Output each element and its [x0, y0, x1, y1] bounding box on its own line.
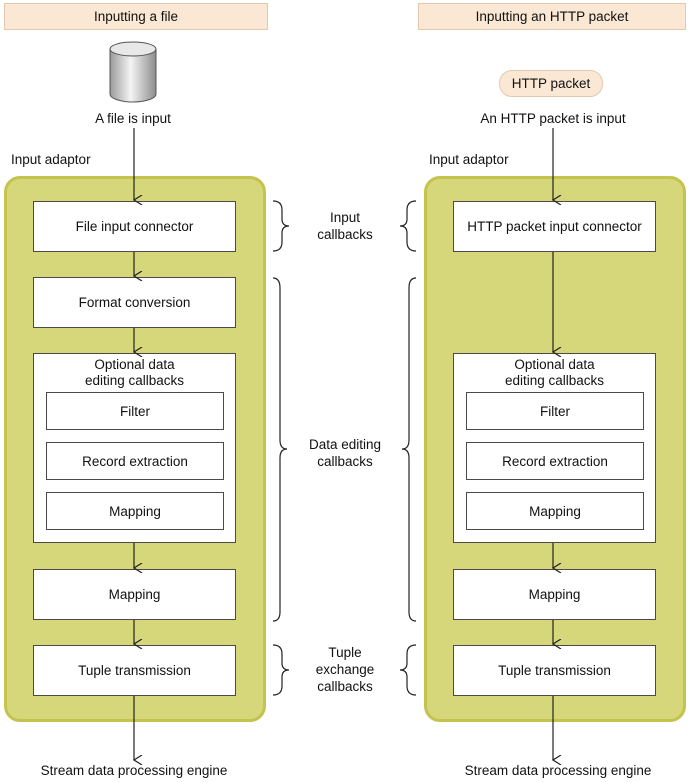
left-optional-title-line2: editing callbacks — [84, 373, 185, 388]
right-tuple-transmission-box: Tuple transmission — [453, 645, 656, 696]
left-record-extraction-box: Record extraction — [46, 442, 224, 480]
right-brace-data-editing — [401, 277, 417, 622]
data-editing-callbacks-line2: callbacks — [317, 454, 373, 469]
file-input-connector-box: File input connector — [33, 201, 236, 252]
right-brace-tuple-exchange — [399, 644, 417, 696]
right-tuple-transmission-label: Tuple transmission — [498, 663, 611, 678]
left-header: Inputting a file — [4, 3, 268, 30]
right-header: Inputting an HTTP packet — [418, 3, 686, 30]
format-conversion-label: Format conversion — [78, 295, 191, 310]
right-optional-mapping-box: Mapping — [466, 492, 644, 530]
right-optional-title: Optional data editing callbacks — [454, 357, 655, 389]
left-optional-callbacks-box: Optional data editing callbacks Filter R… — [33, 353, 236, 543]
left-optional-title: Optional data editing callbacks — [34, 357, 235, 389]
left-brace-data-editing — [272, 277, 288, 622]
http-packet-label: HTTP packet — [511, 76, 591, 91]
left-optional-mapping-box: Mapping — [46, 492, 224, 530]
left-record-extraction-label: Record extraction — [82, 453, 188, 469]
right-optional-mapping-label: Mapping — [529, 503, 581, 519]
left-header-text: Inputting a file — [93, 9, 179, 24]
left-adaptor-label: Input adaptor — [11, 152, 91, 167]
tuple-exchange-callbacks-line1: Tuple — [328, 645, 362, 660]
left-tuple-transmission-box: Tuple transmission — [33, 645, 236, 696]
left-tuple-transmission-label: Tuple transmission — [78, 663, 191, 678]
data-editing-callbacks-label: Data editing callbacks — [309, 436, 381, 470]
tuple-exchange-callbacks-label: Tuple exchange callbacks — [316, 644, 375, 695]
left-optional-mapping-label: Mapping — [109, 503, 161, 519]
right-optional-title-line2: editing callbacks — [504, 373, 605, 388]
right-output-engine-label: Stream data processing engine — [464, 763, 652, 778]
left-mapping-label: Mapping — [108, 587, 161, 602]
right-brace-input-callbacks — [399, 200, 417, 252]
input-callbacks-label: Input callbacks — [317, 209, 373, 243]
right-optional-title-line1: Optional data — [514, 357, 595, 372]
left-filter-label: Filter — [120, 403, 150, 419]
left-brace-tuple-exchange — [272, 644, 290, 696]
right-optional-callbacks-box: Optional data editing callbacks Filter R… — [453, 353, 656, 543]
right-filter-label: Filter — [540, 403, 570, 419]
format-conversion-box: Format conversion — [33, 277, 236, 328]
right-mapping-label: Mapping — [528, 587, 581, 602]
left-filter-box: Filter — [46, 392, 224, 430]
right-record-extraction-box: Record extraction — [466, 442, 644, 480]
right-header-text: Inputting an HTTP packet — [475, 9, 629, 24]
data-editing-callbacks-line1: Data editing — [308, 437, 382, 452]
right-record-extraction-label: Record extraction — [502, 453, 608, 469]
left-optional-title-line1: Optional data — [94, 357, 175, 372]
tuple-exchange-callbacks-line3: callbacks — [317, 679, 373, 694]
left-mapping-box: Mapping — [33, 569, 236, 620]
http-packet-badge: HTTP packet — [499, 70, 603, 97]
left-source-caption: A file is input — [95, 111, 171, 126]
file-database-icon — [109, 41, 157, 103]
input-callbacks-line1: Input — [329, 210, 361, 225]
file-input-connector-label: File input connector — [75, 219, 194, 234]
right-filter-box: Filter — [466, 392, 644, 430]
right-adaptor-label: Input adaptor — [429, 152, 509, 167]
http-packet-input-connector-label: HTTP packet input connector — [467, 219, 642, 234]
input-callbacks-line2: callbacks — [317, 227, 373, 242]
right-source-caption: An HTTP packet is input — [480, 111, 626, 126]
tuple-exchange-callbacks-line2: exchange — [315, 662, 375, 677]
left-output-engine-label: Stream data processing engine — [40, 763, 228, 778]
left-brace-input-callbacks — [272, 200, 290, 252]
